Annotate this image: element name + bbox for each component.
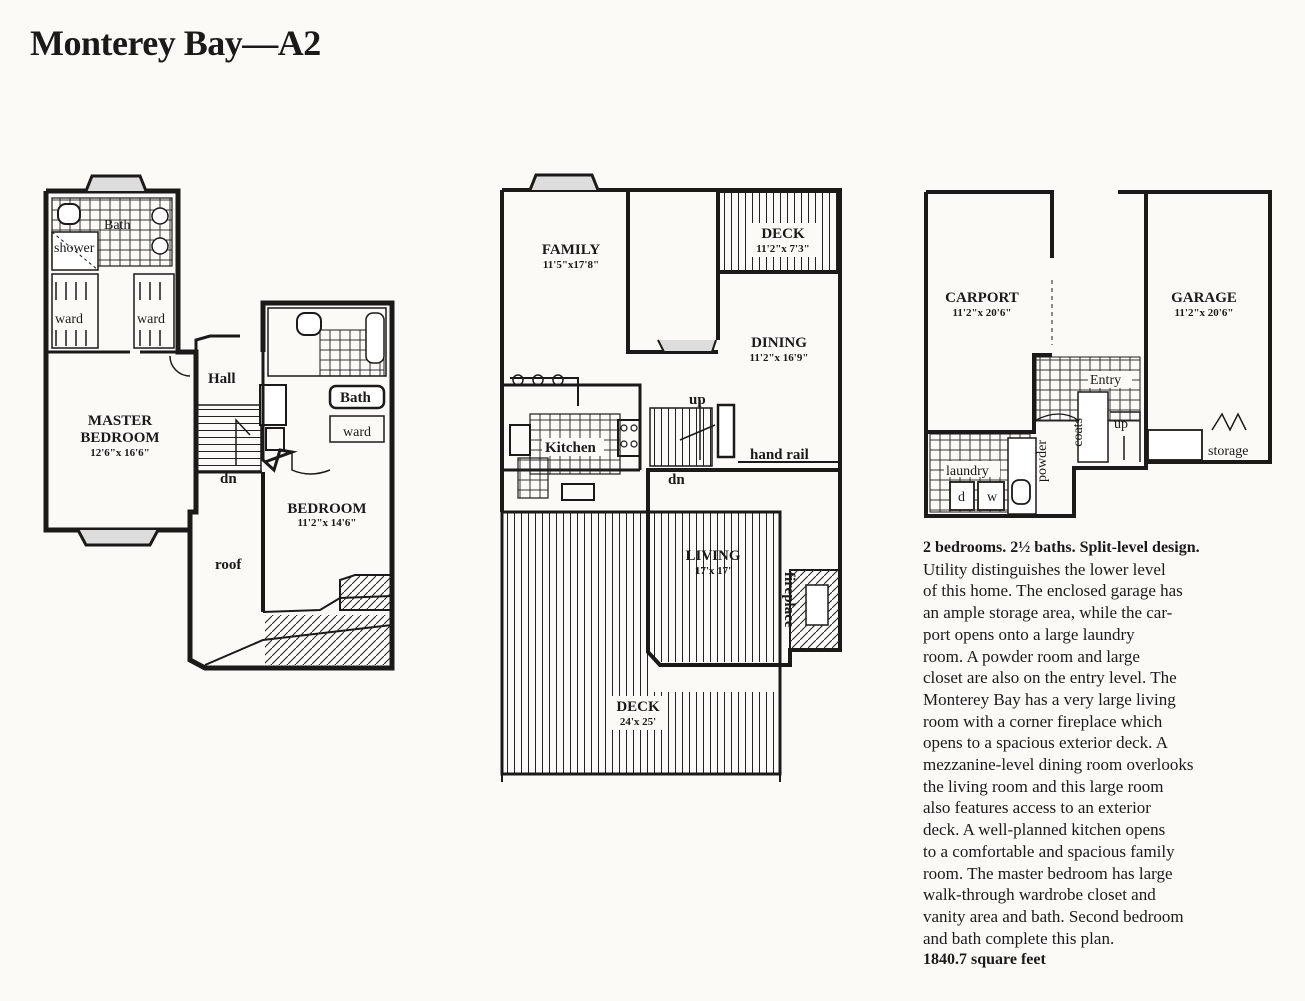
label-master-bedroom-2: BEDROOM <box>80 430 159 446</box>
square-footage: 1840.7 square feet <box>923 951 1046 969</box>
deck-small-label-bg <box>748 223 818 257</box>
label-w: w <box>987 490 998 505</box>
label-ward-small: ward <box>343 425 371 440</box>
label-up-middle: up <box>689 392 706 408</box>
page-title: Monterey Bay—A2 <box>30 23 321 63</box>
label-coats: coats <box>1071 418 1086 447</box>
label-dining-size: 11'2"x 16'9" <box>750 352 809 364</box>
label-dining: DINING <box>751 335 807 351</box>
label-fireplace: fireplace <box>781 572 797 628</box>
label-hall: Hall <box>208 371 236 387</box>
label-dn-middle: dn <box>668 472 685 488</box>
label-family-size: 11'5"x17'8" <box>543 259 599 271</box>
label-bedroom: BEDROOM <box>287 501 366 517</box>
description-lead: 2 bedrooms. 2½ baths. Split-level design… <box>923 539 1200 556</box>
label-powder: powder <box>1035 440 1050 482</box>
label-d: d <box>958 490 965 505</box>
label-master-bedroom-1: MASTER <box>88 413 152 429</box>
label-storage: storage <box>1208 444 1248 459</box>
label-bath-1: Bath <box>104 218 130 233</box>
label-kitchen: Kitchen <box>545 440 596 456</box>
label-bedroom-size: 11'2"x 14'6" <box>298 517 357 529</box>
lower-level-labels: CARPORT 11'2"x 20'6" GARAGE 11'2"x 20'6"… <box>944 290 1248 505</box>
label-carport: CARPORT <box>945 290 1019 306</box>
label-entry: Entry <box>1090 373 1121 388</box>
label-shower: shower <box>54 241 95 256</box>
entry-label-bg <box>1088 371 1132 388</box>
deck-large-label-bg <box>610 696 666 730</box>
label-dn-upper: dn <box>220 471 237 487</box>
label-up-lower: up <box>1114 417 1128 432</box>
description-body: Utility distinguishes the lower level of… <box>923 559 1194 948</box>
label-deck-large: DECK <box>616 699 660 715</box>
upper-level-labels: Bath shower ward ward Hall MASTER BEDROO… <box>54 218 372 573</box>
label-carport-size: 11'2"x 20'6" <box>953 307 1012 319</box>
kitchen-label-bg <box>542 438 604 456</box>
label-hand-rail: hand rail <box>750 447 809 463</box>
label-living-size: 17'x 17' <box>695 565 731 577</box>
middle-level-labels: FAMILY 11'5"x17'8" DECK 11'2"x 7'3" DINI… <box>542 223 818 730</box>
label-garage-size: 11'2"x 20'6" <box>1175 307 1234 319</box>
label-family: FAMILY <box>542 242 601 258</box>
label-deck-small: DECK <box>761 226 805 242</box>
middle-level-plan <box>500 173 842 782</box>
label-ward-left: ward <box>55 312 83 327</box>
upper-level-plan <box>43 174 395 671</box>
label-living: LIVING <box>685 548 740 564</box>
label-master-bedroom-size: 12'6"x 16'6" <box>90 447 150 459</box>
laundry-label-bg <box>944 461 1000 477</box>
label-garage: GARAGE <box>1171 290 1237 306</box>
lower-level-plan <box>924 190 1272 518</box>
label-deck-small-size: 11'2"x 7'3" <box>756 243 809 255</box>
label-deck-large-size: 24'x 25' <box>620 716 656 728</box>
label-ward-right: ward <box>137 312 165 327</box>
plan-description: 2 bedrooms. 2½ baths. Split-level design… <box>923 537 1285 971</box>
label-bath-2: Bath <box>340 390 372 406</box>
label-laundry: laundry <box>946 464 989 479</box>
label-roof: roof <box>215 557 242 573</box>
